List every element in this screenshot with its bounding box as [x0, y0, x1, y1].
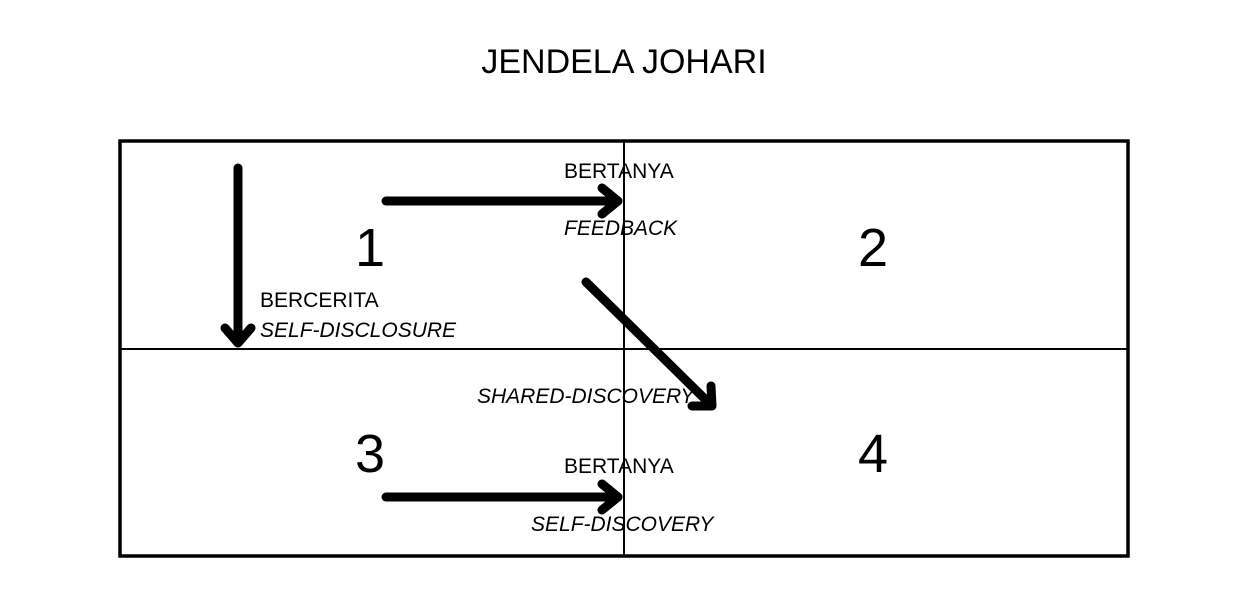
feedback-label: FEEDBACK [564, 217, 678, 240]
page-title: JENDELA JOHARI [481, 43, 767, 81]
right-arrow-top-icon [381, 183, 623, 219]
quadrant-4-number: 4 [858, 424, 889, 484]
quadrant-3-number: 3 [355, 424, 386, 484]
tell-label: BERCERITA [260, 289, 379, 312]
quadrant-2-number: 2 [858, 218, 889, 278]
right-arrow-bottom-icon [381, 479, 623, 515]
diagonal-arrow-icon [581, 277, 717, 411]
self-disclosure-label: SELF-DISCLOSURE [260, 319, 457, 342]
down-arrow-icon [220, 163, 256, 348]
shared-discovery-label: SHARED-DISCOVERY [477, 385, 695, 408]
ask-label-top: BERTANYA [564, 160, 674, 183]
quadrant-1-number: 1 [355, 218, 386, 278]
ask-label-bottom: BERTANYA [564, 455, 674, 478]
self-discovery-label: SELF-DISCOVERY [531, 513, 714, 536]
